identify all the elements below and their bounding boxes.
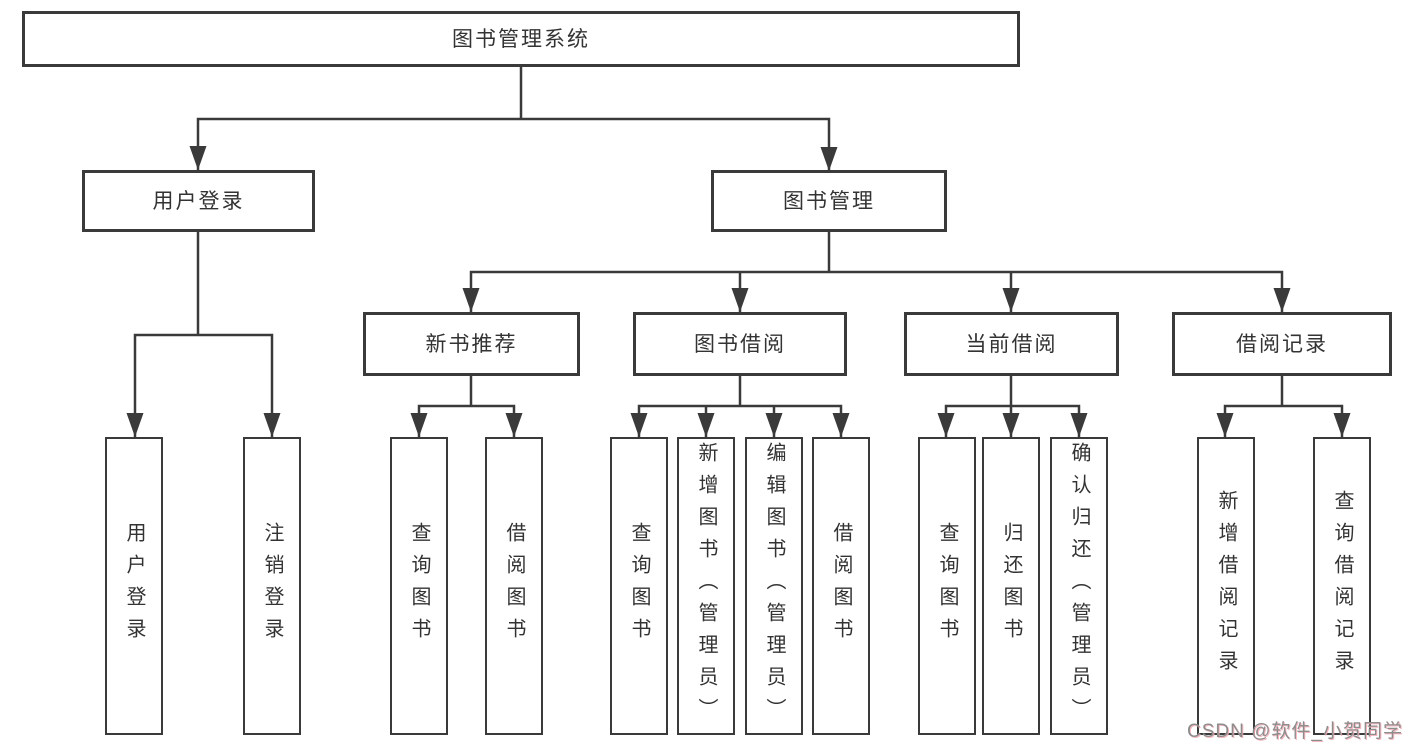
node-root-system-label: 图书管理系统 — [452, 27, 590, 51]
leaf-logout-label: 注销登录 — [261, 522, 283, 650]
node-user-login: 用户登录 — [82, 170, 315, 232]
node-user-login-label: 用户登录 — [152, 189, 245, 213]
leaf-user-login-label: 用户登录 — [123, 522, 145, 650]
node-borrow-record-label: 借阅记录 — [1236, 332, 1328, 356]
leaf-add-borrow-record-label: 新增借阅记录 — [1215, 490, 1237, 682]
leaf-query-book-borrow: 查询图书 — [610, 437, 668, 735]
leaf-borrow-book-recommend-label: 借阅图书 — [503, 522, 525, 650]
node-root-system: 图书管理系统 — [22, 11, 1020, 67]
leaf-add-book-admin: 新增图书（管理员） — [677, 437, 735, 735]
leaf-logout: 注销登录 — [243, 437, 301, 735]
leaf-add-book-admin-label: 新增图书（管理员） — [695, 442, 717, 730]
node-book-borrow: 图书借阅 — [633, 312, 847, 376]
leaf-query-borrow-record-label: 查询借阅记录 — [1331, 490, 1353, 682]
node-book-management: 图书管理 — [711, 170, 947, 232]
leaf-query-book-recommend-label: 查询图书 — [408, 522, 430, 650]
node-borrow-record: 借阅记录 — [1172, 312, 1392, 376]
node-current-borrow: 当前借阅 — [904, 312, 1119, 376]
leaf-query-book-borrow-label: 查询图书 — [628, 522, 650, 650]
node-book-borrow-label: 图书借阅 — [694, 332, 786, 356]
leaf-query-borrow-record: 查询借阅记录 — [1313, 437, 1371, 735]
leaf-borrow-book-recommend: 借阅图书 — [485, 437, 543, 735]
leaf-user-login: 用户登录 — [105, 437, 163, 735]
leaf-query-book-current: 查询图书 — [918, 437, 976, 735]
leaf-edit-book-admin-label: 编辑图书（管理员） — [763, 442, 785, 730]
leaf-add-borrow-record: 新增借阅记录 — [1197, 437, 1255, 735]
leaf-confirm-return-admin-label: 确认归还（管理员） — [1068, 442, 1090, 730]
node-book-management-label: 图书管理 — [783, 189, 875, 213]
node-new-book-recommend: 新书推荐 — [363, 312, 580, 376]
leaf-confirm-return-admin: 确认归还（管理员） — [1050, 437, 1108, 735]
node-current-borrow-label: 当前借阅 — [965, 332, 1058, 356]
leaf-borrow-book: 借阅图书 — [812, 437, 870, 735]
leaf-query-book-current-label: 查询图书 — [936, 522, 958, 650]
leaf-return-book: 归还图书 — [982, 437, 1040, 735]
arrowheads — [126, 146, 1351, 437]
leaf-edit-book-admin: 编辑图书（管理员） — [745, 437, 803, 735]
leaf-return-book-label: 归还图书 — [1000, 522, 1022, 650]
csdn-watermark: CSDN @软件_小贺同学 — [1187, 721, 1403, 742]
leaf-query-book-recommend: 查询图书 — [390, 437, 448, 735]
leaf-borrow-book-label: 借阅图书 — [830, 522, 852, 650]
node-new-book-recommend-label: 新书推荐 — [425, 332, 518, 356]
